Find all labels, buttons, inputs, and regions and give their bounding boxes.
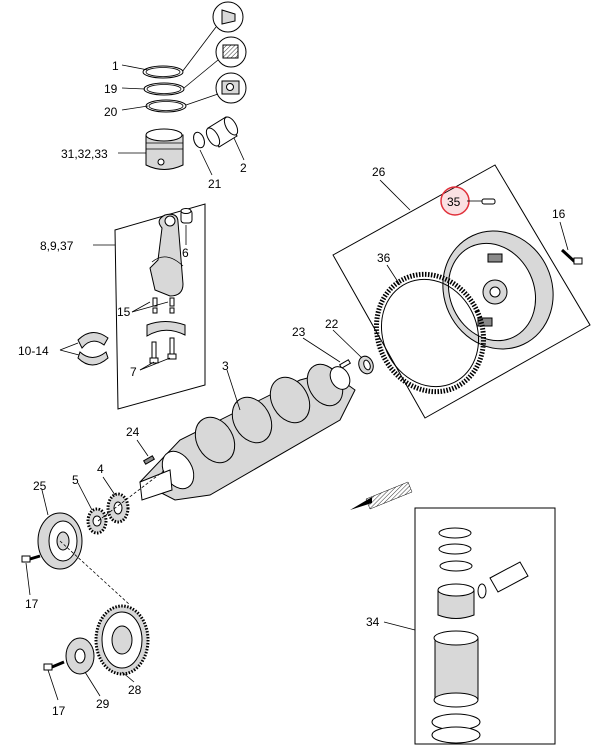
label-36: 36 [377, 251, 391, 265]
dowel-pin-35 [481, 198, 496, 205]
cap-bolts-7 [149, 337, 177, 364]
piston-pin-2 [205, 116, 239, 148]
hub-bolt-17-bottom [43, 660, 65, 671]
label-29: 29 [96, 697, 110, 711]
liner-kit-frame [414, 507, 556, 745]
label-6: 6 [182, 246, 189, 260]
liner-kit-parts [431, 527, 529, 744]
piston [145, 128, 184, 170]
oil-seal-22 [358, 355, 374, 375]
label-4: 4 [97, 462, 104, 476]
label-10-14: 10-14 [18, 344, 49, 358]
snap-ring-21 [193, 131, 205, 149]
label-34: 34 [366, 615, 380, 629]
pin-23 [338, 359, 352, 369]
piston-ring-19 [143, 82, 185, 96]
piston-ring-20 [145, 99, 187, 113]
label-3: 3 [222, 359, 229, 373]
label-15: 15 [117, 305, 131, 319]
label-26: 26 [372, 165, 386, 179]
part-labels: 1 19 20 31,32,33 21 2 26 35 16 36 8,9,37… [18, 59, 566, 718]
label-17-bottom: 17 [52, 704, 66, 718]
small-end-bush-6 [180, 208, 193, 224]
label-1: 1 [112, 59, 119, 73]
label-28: 28 [128, 683, 142, 697]
hub-29 [65, 637, 95, 675]
label-16: 16 [552, 207, 566, 221]
leader-lines [25, 64, 569, 701]
connecting-rod [149, 213, 184, 297]
piston-ring-1 [142, 65, 184, 79]
label-25: 25 [33, 479, 47, 493]
label-24: 24 [126, 425, 140, 439]
flywheel [442, 230, 554, 350]
flywheel-bolt-16 [560, 248, 583, 265]
label-8-9-37: 8,9,37 [40, 239, 74, 253]
ring-profile-detail-19 [215, 36, 247, 68]
label-21: 21 [208, 177, 222, 191]
key-24 [142, 455, 156, 465]
connecting-rod-frame [114, 203, 206, 410]
crank-gear-4 [106, 492, 130, 524]
label-7: 7 [130, 365, 137, 379]
crankshaft [139, 363, 356, 501]
label-17-top: 17 [25, 597, 39, 611]
label-20: 20 [104, 105, 118, 119]
label-2: 2 [240, 161, 247, 175]
label-31-32-33: 31,32,33 [61, 147, 108, 161]
label-35: 35 [447, 195, 461, 209]
ring-profile-detail-20 [215, 72, 247, 104]
ring-gear-36 [373, 271, 487, 395]
pulley-bolt-17-top [21, 554, 41, 563]
gear-5 [86, 507, 108, 535]
label-5: 5 [72, 473, 79, 487]
label-23: 23 [292, 325, 306, 339]
bearing-shells-10-14 [77, 332, 109, 366]
rod-cap [146, 321, 186, 337]
label-19: 19 [104, 82, 118, 96]
direction-arrow-icon [350, 481, 413, 510]
label-22: 22 [325, 317, 339, 331]
ring-profile-detail-1 [212, 1, 244, 33]
damper-pulley-28 [94, 604, 150, 676]
